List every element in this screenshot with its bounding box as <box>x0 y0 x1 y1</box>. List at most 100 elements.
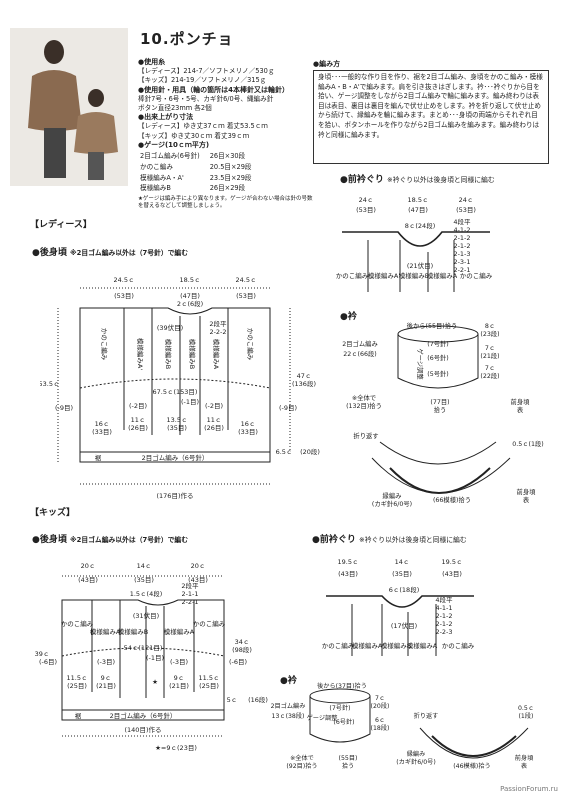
kids-back-note: ※2目ゴム編み以外は（7号針）で編む <box>70 536 189 544</box>
kids-back-diagram: 20ｃ (43目) 14ｃ (35目) 20ｃ (43目) 1.5ｃ(4段) (… <box>35 562 268 752</box>
yarn-ladies: 【レディース】214-7／ソフトメリノ／530ｇ <box>138 67 275 76</box>
panel-label: かのこ編み <box>100 328 109 361</box>
inner-width: 67.5ｃ(153目) <box>153 388 198 396</box>
collar-text: ※全体で <box>352 393 376 402</box>
nl-count: (47目) <box>408 206 428 214</box>
fold-text: 折り返す <box>414 712 439 720</box>
nl-width: 18.5ｃ <box>408 196 429 204</box>
ladies-back-note: ※2目ゴム編み以外は（7号針）で編む <box>70 249 189 257</box>
nl-dec: 2-2-3 <box>435 628 452 636</box>
gauge-row: 2目ゴム編み(6号針)26目×30段 <box>140 152 246 161</box>
buttons: ボタン直径23mm 各2個 <box>138 104 212 113</box>
top-count-right: (43目) <box>188 576 208 584</box>
top-width-left: 24.5ｃ <box>114 276 135 284</box>
top-width-right: 20ｃ <box>191 562 206 570</box>
hem-st: (33目) <box>238 428 258 436</box>
nl-dec: 2-1-2 <box>435 620 452 628</box>
materials-block: ●使用糸 【レディース】214-7／ソフトメリノ／530ｇ 【キッズ】214-1… <box>138 58 313 210</box>
ladies-back-title: ●後身頃 ※2目ゴム編み以外は（7号針）で編む <box>32 248 188 259</box>
top-width-mid: 14ｃ <box>137 562 152 570</box>
nl-width: 24ｃ <box>359 196 374 204</box>
fold-text: 0.5ｃ(1段) <box>512 439 544 448</box>
nl-count: (53目) <box>456 206 476 214</box>
hem-st: (35目) <box>167 424 187 432</box>
nl-bind: (17伏目) <box>391 621 417 630</box>
collar-text: ※全体で <box>290 754 314 762</box>
nl-panel: 模様編みB <box>381 641 411 650</box>
nl-dec: 2-3-1 <box>453 258 470 266</box>
nl-panel: 模様編みA <box>407 641 438 650</box>
nl-dec: 4段平 <box>435 595 453 604</box>
collar-text: (7号針) <box>427 339 449 348</box>
collar-text: (132目)拾う <box>346 401 382 410</box>
hem-cm: 9ｃ <box>174 674 185 682</box>
neck-dec-1: 2段平 <box>209 319 227 328</box>
top-count-mid: (35目) <box>134 576 154 584</box>
ladies-back-diagram: 24.5ｃ (53目) 18.5ｃ (47目) 24.5ｃ (53目) 2ｃ(6… <box>40 276 320 500</box>
nl-width: 14ｃ <box>395 558 410 566</box>
nl-dec: 2-1-2 <box>453 234 470 242</box>
neck-dec: 2段平 <box>181 581 199 590</box>
neck-bind: (31伏目) <box>133 611 159 620</box>
ladies-neckline-title: ●前衿ぐり ※衿ぐり以外は後身頃と同様に編む <box>340 175 495 186</box>
collar-text: (21段) <box>480 351 499 360</box>
collar-text: 拾う <box>342 762 354 770</box>
hem-st: (26目) <box>128 424 148 432</box>
hem-dec: (-1目) <box>146 654 164 662</box>
nl-width: 19.5ｃ <box>338 558 359 566</box>
section-kids: 【キッズ】 <box>30 508 76 518</box>
collar-text: 前身頃 <box>511 397 531 406</box>
fold-text: (カギ針6/0号) <box>396 758 436 766</box>
panel-label: 模様編みB <box>164 339 173 369</box>
hem-st: (33目) <box>92 428 112 436</box>
size-kids: 【キッズ】ゆき丈30ｃｍ 着丈39ｃｍ <box>138 131 250 140</box>
collar-text: 2目ゴム編み <box>342 339 378 348</box>
nl-panel: かのこ編み <box>442 641 475 650</box>
hem-label: 裾 <box>95 453 102 462</box>
kids-neckline-diagram: 19.5ｃ (43目) 14ｃ (35目) 19.5ｃ (43目) 6ｃ(18段… <box>322 558 475 656</box>
nl-dec: 4-1-2 <box>453 226 470 234</box>
neck-depth: 2ｃ(6段) <box>177 299 203 308</box>
panel-label: かのこ編み <box>61 619 94 628</box>
hem-cm: 11.5ｃ <box>199 674 220 682</box>
hem-cm: 11.5ｃ <box>67 674 88 682</box>
method-heading: ●編み方 <box>313 60 341 68</box>
ladies-neckline-diagram: 24ｃ (53目) 18.5ｃ (47目) 24ｃ (53目) 8ｃ(24段) … <box>336 196 493 292</box>
fold-text: 表 <box>523 495 530 504</box>
fold-text: 表 <box>521 762 527 770</box>
gauge-heading: ●ゲージ(10ｃｍ平方) <box>138 140 210 149</box>
hem-st: (21目) <box>96 682 116 690</box>
fold-text: 0.5ｃ <box>518 705 534 712</box>
hem-label: 裾 <box>75 711 82 720</box>
collar-text: 後から(55目)拾う <box>407 321 458 330</box>
nl-panel: 模様編みA' <box>352 641 384 650</box>
top-width-right: 24.5ｃ <box>236 276 257 284</box>
kids-back-title-text: ●後身頃 <box>32 535 67 545</box>
cast-on: (140目)作る <box>125 725 162 734</box>
panel-label: 模様編みA' <box>90 627 122 636</box>
kids-neckline-note: ※衿ぐり以外は後身頃と同様に編む <box>359 536 467 544</box>
fold-text: 縁編み <box>407 750 426 758</box>
collar-text: (18段) <box>371 724 390 732</box>
height-right: 34ｃ <box>235 638 250 646</box>
hem-st: (21目) <box>169 682 189 690</box>
collar-text: (5号針) <box>427 369 449 378</box>
height-right-rows: (136段) <box>292 379 316 388</box>
collar-text: (22段) <box>480 371 499 380</box>
hem-st: (26目) <box>204 424 224 432</box>
nl-width: 19.5ｃ <box>442 558 463 566</box>
rib-rows: (16段) <box>248 695 268 704</box>
collar-text: ゲージ調整 <box>307 714 338 722</box>
hem-dec: (-3目) <box>170 658 188 666</box>
panel-label: 模様編みA' <box>136 338 145 370</box>
nl-bind: (21伏目) <box>407 261 433 270</box>
cast-on: (176目)作る <box>157 491 194 500</box>
size-ladies: 【レディース】ゆき丈37ｃｍ 着丈53.5ｃｍ <box>138 122 268 131</box>
panel-label: かのこ編み <box>246 328 255 361</box>
fold-text: 前身頃 <box>515 754 534 762</box>
neck-bind: (39伏目) <box>157 323 183 332</box>
hem-dec: (-9目) <box>279 404 297 412</box>
